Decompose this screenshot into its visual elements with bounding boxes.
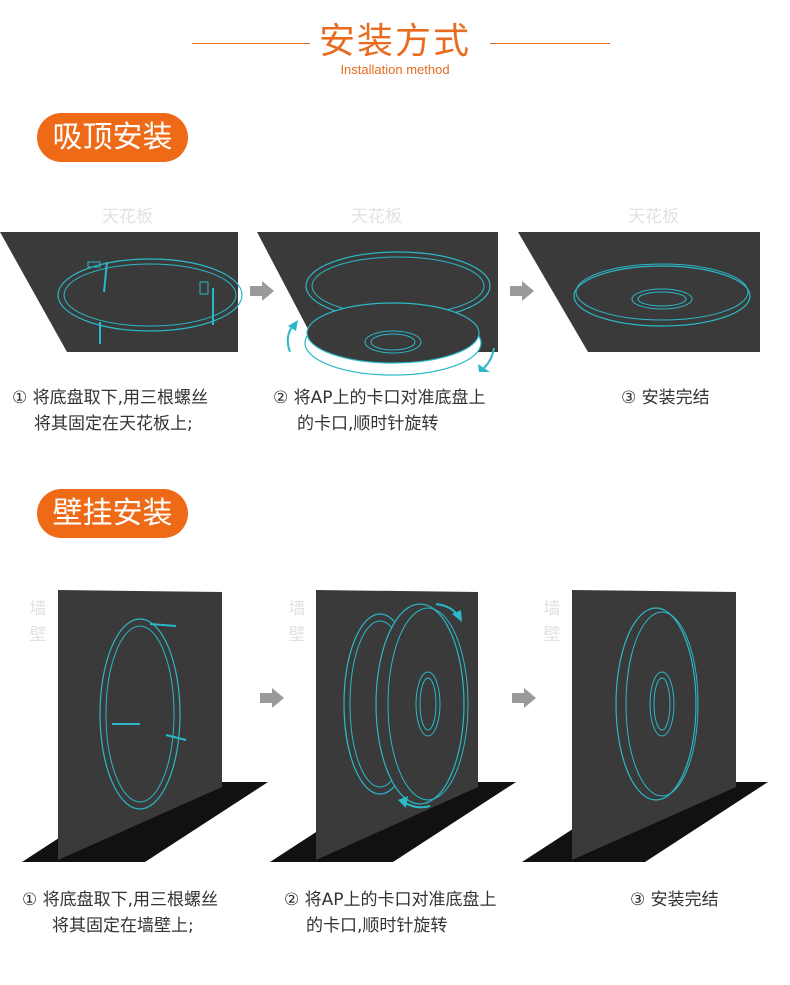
base-plate-inner: [63, 263, 237, 327]
screw-1: [103, 261, 108, 293]
clip-1: [87, 261, 101, 268]
ap-mounted-face: [575, 263, 749, 321]
ceiling-step3-caption: ③ 安装完结: [621, 385, 710, 411]
wall-ap-center-inner: [419, 677, 437, 731]
ceiling-panel-3: [518, 232, 760, 352]
rotate-arrow-right: [483, 347, 495, 369]
wall-step2-line1: ② 将AP上的卡口对准底盘上: [284, 890, 497, 910]
title-line-left: [192, 43, 310, 44]
wall-step3-illustration: [522, 590, 768, 862]
wall-panel-3: [572, 590, 736, 860]
wall-plate-inner: [105, 625, 175, 803]
wall-label-3-char1: 墙: [543, 599, 561, 619]
ceiling-step2-line1: ② 将AP上的卡口对准底盘上: [273, 388, 486, 408]
ceiling-step2-illustration: [257, 232, 498, 376]
ceiling-step2-line2: 的卡口,顺时针旋转: [297, 414, 439, 434]
wall-ap-mounted-center: [649, 671, 675, 737]
clip-2: [199, 281, 209, 295]
ap-device-top: [306, 302, 480, 364]
wall-screw-1: [149, 623, 177, 627]
wall-label-2-char1: 墙: [288, 599, 306, 619]
ap-device-center-inner: [370, 333, 416, 351]
wall-step1-illustration: [22, 590, 268, 862]
ceiling-step1-illustration: [0, 232, 243, 352]
wall-step1-caption: ① 将底盘取下,用三根螺丝 将其固定在墙壁上;: [22, 887, 218, 939]
wall-screw-3: [165, 734, 187, 741]
wall-plate-outer: [99, 618, 181, 810]
wall-ap-mounted-edge: [615, 607, 697, 801]
ceiling-section-label: 吸顶安装: [37, 113, 188, 162]
wall-label-3-char2: 壁: [543, 625, 561, 645]
step-arrow-1: [250, 281, 274, 301]
ceiling-step1-line1: ① 将底盘取下,用三根螺丝: [12, 388, 209, 408]
wall-label-2: 墙 壁: [287, 596, 307, 648]
wall-label-3: 墙 壁: [542, 596, 562, 648]
ap-device-center: [364, 330, 422, 354]
wall-label-1-char2: 壁: [29, 625, 47, 645]
wall-ap-center: [415, 671, 441, 737]
rotate-arrow-right-head: [478, 364, 490, 372]
wall-section-label: 壁挂安装: [37, 489, 188, 538]
wall-rotate-arrow-bottom-head: [398, 796, 408, 808]
wall-label-1: 墙 壁: [28, 596, 48, 648]
wall-label-1-char1: 墙: [29, 599, 47, 619]
ceiling-step1-line2: 将其固定在天花板上;: [34, 414, 193, 434]
ceiling-label-2: 天花板: [351, 207, 402, 227]
step-arrow-4: [512, 688, 536, 708]
wall-step2-line2: 的卡口,顺时针旋转: [306, 916, 448, 936]
wall-label-2-char2: 壁: [288, 625, 306, 645]
ceiling-step2-caption: ② 将AP上的卡口对准底盘上 的卡口,顺时针旋转: [273, 385, 486, 437]
ceiling-step3-illustration: [518, 232, 760, 352]
ceiling-step3-line1: ③ 安装完结: [621, 388, 710, 408]
wall-step3-caption: ③ 安装完结: [630, 887, 719, 913]
wall-step2-illustration: [270, 590, 516, 862]
page-subtitle: Installation method: [340, 62, 450, 77]
ceiling-label-1: 天花板: [102, 207, 153, 227]
wall-rotate-arrow-top-head: [452, 610, 462, 622]
ceiling-label-3: 天花板: [628, 207, 679, 227]
ap-mounted-center-inner: [637, 291, 687, 307]
step-arrow-2: [510, 281, 534, 301]
wall-ap-mounted-center-inner: [653, 677, 671, 731]
page-title: 安装方式: [318, 21, 471, 62]
step-arrow-3: [260, 688, 284, 708]
wall-ap-face: [387, 607, 469, 801]
title-line-right: [490, 43, 610, 44]
ceiling-panel-1: [0, 232, 238, 352]
ap-mounted-edge: [573, 265, 751, 327]
rotate-arrow-left-head: [288, 320, 298, 331]
wall-step1-line2: 将其固定在墙壁上;: [52, 916, 194, 936]
ap-mounted-center: [631, 288, 693, 310]
base-plate-outer: [57, 258, 243, 332]
wall-step2-caption: ② 将AP上的卡口对准底盘上 的卡口,顺时针旋转: [284, 887, 497, 939]
wall-step1-line1: ① 将底盘取下,用三根螺丝: [22, 890, 219, 910]
ceiling-step1-caption: ① 将底盘取下,用三根螺丝 将其固定在天花板上;: [12, 385, 208, 437]
wall-step3-line1: ③ 安装完结: [630, 890, 719, 910]
wall-ap-mounted-face: [625, 611, 699, 797]
